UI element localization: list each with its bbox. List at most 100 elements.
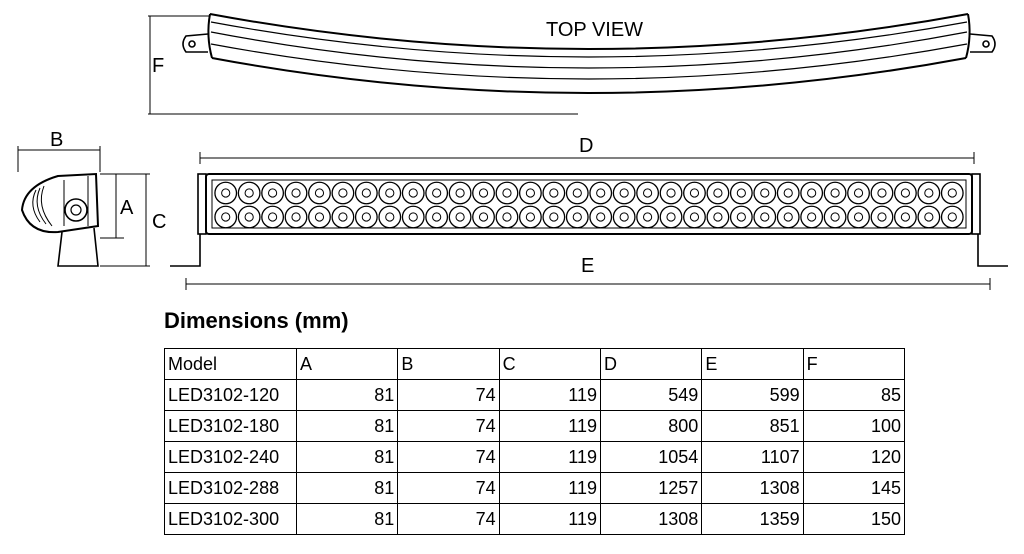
led-reflector: [448, 181, 472, 205]
led-emitter: [314, 212, 325, 222]
dimension-cell-b: 74: [397, 503, 500, 535]
dimension-cell-f: 145: [802, 472, 906, 504]
led-reflector: [495, 205, 519, 229]
led-emitter: [783, 188, 793, 198]
led-emitter: [924, 188, 934, 198]
dimension-cell-f: 120: [802, 441, 906, 473]
dimension-cell-c: 119: [498, 410, 601, 442]
led-emitter: [619, 188, 629, 198]
led-emitter: [338, 188, 348, 198]
led-reflector: [495, 181, 519, 205]
led-reflector: [870, 181, 894, 205]
led-reflector: [870, 205, 894, 229]
led-reflector: [331, 205, 355, 229]
led-emitter: [596, 212, 606, 222]
dimension-cell-a: 81: [295, 410, 399, 442]
dimension-cell-e: 1359: [701, 503, 804, 535]
led-reflector: [214, 205, 238, 229]
led-reflector: [636, 181, 660, 205]
led-reflector: [542, 181, 566, 205]
led-reflector: [940, 205, 964, 229]
led-reflector: [940, 181, 964, 205]
led-reflector: [589, 181, 613, 205]
led-emitter: [619, 212, 629, 222]
led-reflector: [823, 205, 847, 229]
dimension-cell-a: 81: [295, 503, 399, 535]
led-reflector: [800, 181, 824, 205]
led-emitter: [689, 212, 700, 222]
led-emitter: [432, 212, 442, 222]
led-reflector: [378, 205, 402, 229]
led-emitter: [572, 212, 582, 222]
model-cell: LED3102-120: [164, 379, 297, 411]
dimension-cell-f: 85: [802, 379, 906, 411]
led-emitter: [221, 188, 231, 198]
led-emitter: [221, 212, 231, 222]
dimension-cell-d: 549: [599, 379, 703, 411]
led-emitter: [853, 212, 864, 222]
dimension-cell-a: 81: [295, 441, 399, 473]
led-reflector: [683, 205, 706, 229]
model-cell: LED3102-288: [164, 472, 297, 504]
dimension-cell-c: 119: [498, 472, 601, 504]
led-reflector: [354, 181, 378, 205]
column-header-b: B: [397, 348, 500, 380]
led-emitter: [924, 212, 934, 222]
side-view-drawing: [17, 146, 150, 267]
led-emitter: [267, 188, 278, 198]
led-emitter: [478, 212, 489, 222]
led-reflector: [706, 181, 730, 205]
dimension-cell-e: 1107: [701, 441, 804, 473]
dimension-cell-e: 1308: [701, 472, 804, 504]
dim-label-f: F: [152, 55, 164, 77]
led-emitter: [385, 212, 395, 222]
dimension-cell-e: 851: [701, 410, 804, 442]
led-emitter: [736, 212, 746, 222]
led-reflector: [659, 181, 683, 205]
dimension-cell-a: 81: [295, 379, 399, 411]
led-reflector: [425, 205, 449, 229]
led-emitter: [455, 188, 465, 198]
led-emitter: [478, 188, 489, 198]
led-emitter: [361, 212, 371, 222]
dimension-cell-d: 1308: [599, 503, 703, 535]
led-emitter: [666, 212, 676, 222]
led-emitter: [947, 188, 957, 198]
led-reflector: [800, 205, 824, 229]
dim-label-d: D: [579, 135, 593, 157]
dimension-cell-b: 74: [397, 379, 500, 411]
front-view-drawing: [170, 152, 1008, 290]
led-emitter: [338, 212, 348, 222]
led-emitter: [455, 212, 465, 222]
top-view-drawing: [148, 13, 996, 115]
led-reflector: [331, 181, 355, 205]
dimension-cell-b: 74: [397, 410, 500, 442]
dimension-cell-d: 1054: [599, 441, 703, 473]
led-reflector: [518, 181, 542, 205]
dim-label-b: B: [50, 129, 63, 151]
led-reflector: [261, 205, 285, 229]
dimension-cell-c: 119: [498, 441, 601, 473]
led-emitter: [572, 188, 582, 198]
dimension-cell-d: 800: [599, 410, 703, 442]
led-reflector: [401, 181, 425, 205]
dim-label-e: E: [581, 255, 594, 277]
led-reflector: [565, 181, 589, 205]
led-reflector: [776, 181, 800, 205]
dimension-cell-c: 119: [498, 379, 601, 411]
led-emitter: [900, 188, 911, 198]
led-reflector: [472, 181, 495, 205]
led-reflector: [612, 205, 636, 229]
light-bar-dimension-drawing: TOP VIEW F B A C: [17, 13, 1008, 290]
led-emitter: [549, 188, 559, 198]
model-cell: LED3102-300: [164, 503, 297, 535]
led-reflector: [893, 181, 917, 205]
led-emitter: [853, 188, 864, 198]
led-reflector: [237, 181, 261, 205]
led-emitter: [291, 188, 301, 198]
led-emitter: [642, 212, 653, 222]
